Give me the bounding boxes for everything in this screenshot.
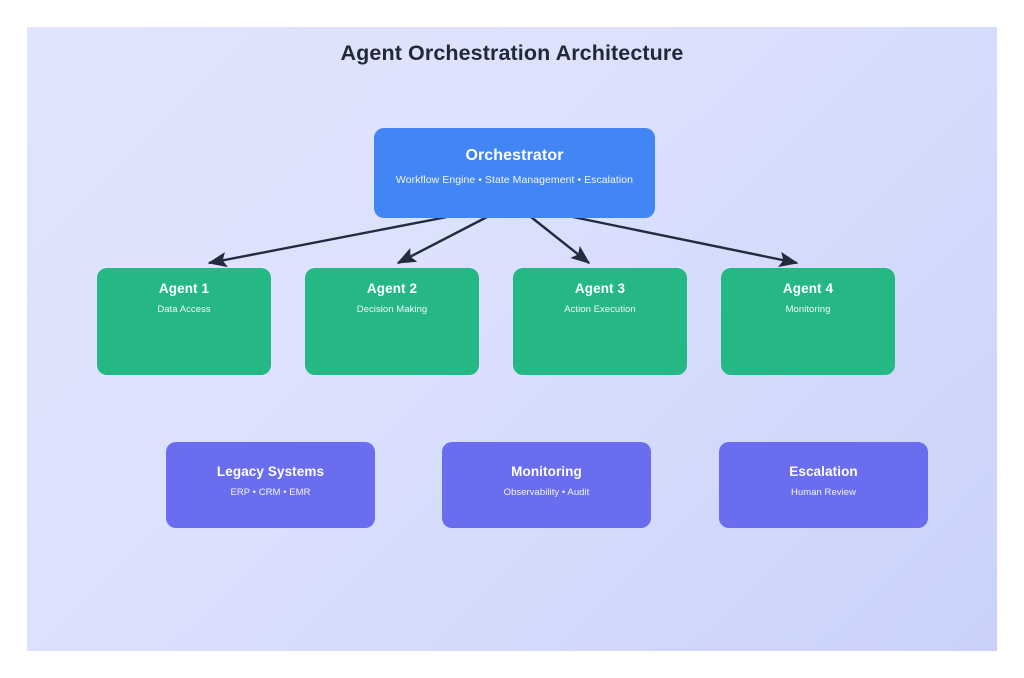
node-agent-3-title: Agent 3	[574, 281, 626, 296]
connector-orchestrator-to-agent-4	[572, 215, 799, 267]
node-agent-4-subtitle: Monitoring	[785, 304, 831, 315]
node-agent-1[interactable]: Agent 1 Data Access	[97, 268, 271, 375]
node-legacy-systems-subtitle: ERP • CRM • EMR	[230, 487, 311, 498]
node-agent-2-subtitle: Decision Making	[356, 304, 428, 315]
node-agent-2-title: Agent 2	[366, 281, 418, 296]
node-agent-2[interactable]: Agent 2 Decision Making	[305, 268, 479, 375]
connector-orchestrator-to-agent-3	[530, 216, 591, 264]
node-legacy-systems[interactable]: Legacy Systems ERP • CRM • EMR	[166, 442, 375, 528]
node-agent-1-title: Agent 1	[158, 281, 210, 296]
node-agent-4-title: Agent 4	[782, 281, 834, 296]
node-monitoring-subtitle: Observability • Audit	[503, 487, 590, 498]
node-agent-3[interactable]: Agent 3 Action Execution	[513, 268, 687, 375]
node-escalation[interactable]: Escalation Human Review	[719, 442, 928, 528]
connector-orchestrator-to-agent-2	[396, 215, 488, 265]
connector-orchestrator-to-agent-1	[207, 215, 448, 268]
node-agent-1-subtitle: Data Access	[157, 304, 211, 315]
node-agent-3-subtitle: Action Execution	[564, 304, 636, 315]
node-orchestrator-subtitle: Workflow Engine • State Management • Esc…	[395, 174, 634, 186]
node-monitoring-title: Monitoring	[511, 464, 582, 479]
node-escalation-title: Escalation	[789, 464, 858, 479]
node-agent-4[interactable]: Agent 4 Monitoring	[721, 268, 895, 375]
node-orchestrator-title: Orchestrator	[465, 147, 564, 164]
node-legacy-systems-title: Legacy Systems	[216, 464, 325, 479]
node-orchestrator[interactable]: Orchestrator Workflow Engine • State Man…	[374, 128, 655, 218]
node-escalation-subtitle: Human Review	[790, 487, 856, 498]
page-title: Agent Orchestration Architecture	[340, 41, 684, 65]
diagram-canvas: Agent Orchestration Architecture Orchest…	[27, 27, 997, 651]
node-monitoring[interactable]: Monitoring Observability • Audit	[442, 442, 651, 528]
